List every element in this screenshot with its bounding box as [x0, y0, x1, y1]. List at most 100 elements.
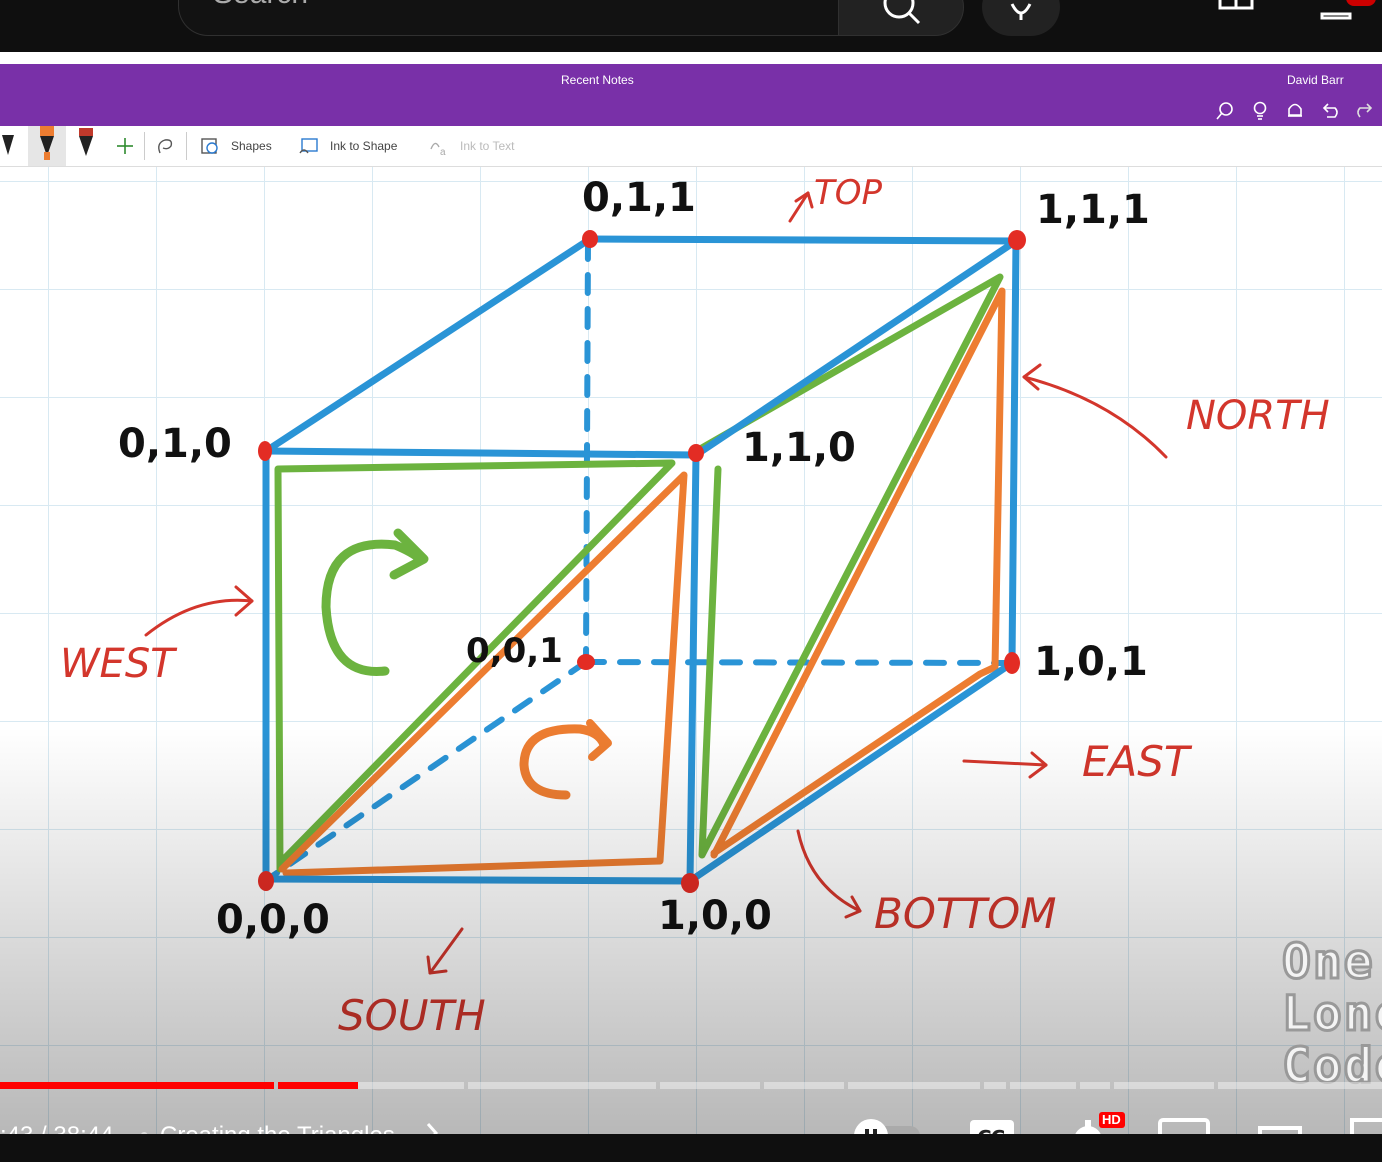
draw-ribbon: Shapes Ink to Shape a Ink to Text	[0, 126, 1382, 167]
pen-black-icon[interactable]	[0, 135, 16, 157]
bottom-arrowhead	[844, 895, 862, 919]
ink-to-text-icon: a	[430, 142, 446, 157]
east-arrow	[962, 759, 1048, 767]
edge-bottom-front	[262, 875, 694, 885]
cube-edges	[262, 235, 1020, 885]
ink-to-shape-button[interactable]: Ink to Shape	[330, 139, 398, 153]
vertex-dot	[688, 444, 704, 462]
top-arrowhead	[794, 191, 814, 209]
chevron-right-icon[interactable]	[424, 1120, 440, 1134]
ribbon-divider	[144, 132, 145, 160]
vertex-label-101: 1,0,1	[1034, 639, 1148, 685]
played-progress	[0, 1082, 274, 1089]
direction-south: SOUTH	[338, 991, 486, 1040]
add-pen-icon[interactable]	[114, 135, 136, 157]
lasso-icon[interactable]	[154, 135, 176, 157]
ribbon-divider	[186, 132, 187, 160]
pause-icon	[854, 1119, 888, 1134]
note-canvas[interactable]: 0,1,1 1,1,1 0,1,0 1,1,0 0,0,1 1,0,1 0,0,…	[0, 167, 1382, 1134]
chapter-segment[interactable]	[660, 1082, 760, 1089]
ink-to-shape-icon[interactable]	[298, 135, 320, 157]
search-icon[interactable]	[1214, 100, 1236, 122]
hd-badge: HD	[1099, 1112, 1125, 1128]
redo-icon[interactable]	[1354, 100, 1376, 122]
hd-label: HD	[1102, 1112, 1121, 1127]
edge-top-front	[262, 447, 700, 459]
video-player[interactable]: Recent Notes David Barr Shapes Ink to Sh…	[0, 52, 1382, 1134]
chapter-segment[interactable]	[1010, 1082, 1076, 1089]
create-icon[interactable]	[1214, 0, 1258, 16]
chapter-segment[interactable]	[984, 1082, 1006, 1089]
direction-north: NORTH	[1186, 393, 1330, 439]
vertex-dot	[681, 873, 699, 893]
chapter-title[interactable]: Creating the Triangles	[160, 1122, 395, 1134]
chapter-separator: •	[140, 1122, 148, 1134]
orange-triangle-side	[710, 287, 1006, 859]
recent-notes-link[interactable]: Recent Notes	[561, 73, 634, 87]
vertex-label-111: 1,1,1	[1036, 187, 1150, 233]
vertex-dot	[1008, 230, 1026, 250]
theater-mode-icon[interactable]	[1258, 1126, 1302, 1134]
time-display: :43 / 38:44	[0, 1122, 113, 1134]
edge-front-right	[686, 451, 700, 885]
vertex-label-000: 0,0,0	[216, 897, 330, 943]
vertex-label-001: 0,0,1	[466, 631, 563, 671]
svg-text:a: a	[440, 147, 446, 157]
west-arrow	[144, 598, 254, 637]
cc-button[interactable]: CC	[970, 1120, 1014, 1134]
fullscreen-icon[interactable]	[1348, 1116, 1382, 1134]
mic-icon	[1010, 3, 1032, 20]
chapter-segment[interactable]	[1218, 1082, 1382, 1089]
voice-search-button[interactable]	[982, 0, 1060, 36]
progress-bar[interactable]	[0, 1082, 1382, 1089]
green-arrowhead	[389, 528, 429, 580]
direction-west: WEST	[60, 641, 175, 687]
lightbulb-icon[interactable]	[1249, 100, 1271, 122]
chapter-segment[interactable]	[1114, 1082, 1214, 1089]
shapes-button[interactable]: Shapes	[231, 139, 272, 153]
green-triangle-front	[274, 459, 676, 873]
vertex-markers	[258, 230, 1026, 893]
search-button[interactable]	[838, 0, 964, 36]
green-strokes	[274, 273, 1004, 873]
green-rotation-arrow	[321, 539, 425, 676]
selected-pen-slot[interactable]	[28, 126, 66, 166]
miniplayer-icon[interactable]	[1158, 1118, 1210, 1134]
vertex-dot	[577, 654, 595, 670]
top-arrow	[788, 191, 810, 223]
chapter-segment[interactable]	[848, 1082, 980, 1089]
autoplay-toggle[interactable]	[854, 1119, 920, 1134]
chapter-segment[interactable]	[468, 1082, 656, 1089]
hidden-edge-diagonal	[265, 659, 589, 882]
notification-badge	[1346, 0, 1376, 6]
chapter-segment[interactable]	[764, 1082, 844, 1089]
green-triangle-side	[696, 273, 1004, 859]
chapter-segment[interactable]	[278, 1082, 464, 1089]
edge-bottom-right	[686, 659, 1016, 885]
south-arrow	[428, 927, 464, 975]
search-placeholder: Search	[213, 0, 308, 11]
user-name[interactable]: David Barr	[1287, 73, 1344, 87]
bell-icon[interactable]	[1284, 100, 1306, 122]
onenote-titlebar: Recent Notes David Barr	[0, 64, 1382, 126]
youtube-masthead: Search	[0, 0, 1382, 52]
pen-red-icon[interactable]	[74, 128, 98, 158]
watermark-line: One	[1281, 934, 1375, 990]
settings-gear-icon[interactable]	[1066, 1118, 1110, 1134]
vertex-dot	[258, 441, 272, 461]
cube-diagram	[144, 191, 1168, 975]
undo-icon[interactable]	[1319, 100, 1341, 122]
orange-rotation-arrow	[519, 724, 609, 800]
played-progress	[278, 1082, 358, 1089]
north-arrow	[1022, 375, 1168, 459]
pen-orange-icon	[40, 126, 54, 160]
shapes-icon[interactable]	[199, 135, 221, 157]
vertex-label-010: 0,1,0	[118, 421, 232, 467]
chapter-segment[interactable]	[1080, 1082, 1110, 1089]
direction-top: TOP	[814, 173, 883, 213]
channel-watermark[interactable]: One Lone Coder	[1281, 934, 1382, 1106]
bell-icon[interactable]	[1316, 0, 1356, 22]
search-input[interactable]: Search	[178, 0, 838, 36]
direction-bottom: BOTTOM	[874, 889, 1057, 938]
vertex-label-011: 0,1,1	[582, 175, 696, 221]
